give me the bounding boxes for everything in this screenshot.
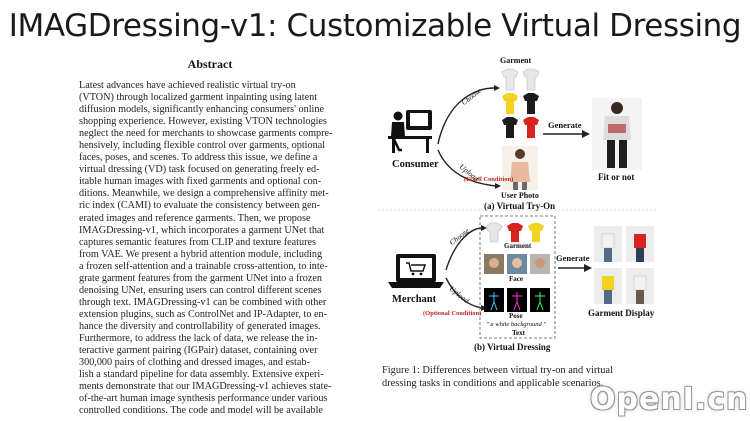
garment-label-bottom: Garment — [504, 242, 532, 250]
text-label: Text — [512, 329, 525, 337]
abstract-line: itable human images with fixed garments … — [79, 176, 322, 188]
pose-thumbnails — [484, 288, 550, 312]
abstract-line: lish a standard pipeline for data assemb… — [79, 369, 324, 381]
choose-arrow-top — [437, 87, 495, 145]
abstract-line: controlled conditions. The code and mode… — [79, 405, 323, 417]
optional-condition-label: (Optional Condition) — [423, 310, 482, 317]
abstract-heading: Abstract — [187, 57, 233, 71]
subcaption-virtual-dressing: (b) Virtual Dressing — [474, 342, 551, 352]
abstract-line: faces, poses, and scenes. To address thi… — [79, 152, 318, 164]
caption-line: Figure 1: Differences between virtual tr… — [382, 365, 613, 376]
upload-arrow-bottom — [445, 277, 483, 309]
figure-caption: Figure 1: Differences between virtual tr… — [382, 364, 662, 390]
abstract-line: shopping experience. However, existing V… — [79, 116, 327, 128]
upload-arrow-top — [437, 149, 497, 187]
consumer-icon — [388, 110, 432, 153]
abstract-line: grate garment features from the garment … — [79, 272, 322, 284]
merchant-laptop-icon — [388, 254, 444, 288]
fit-or-not-label: Fit or not — [598, 172, 635, 182]
subcaption-virtual-try-on: (a) Virtual Try-On — [484, 201, 556, 211]
face-thumbnails — [484, 254, 550, 274]
face-label: Face — [509, 275, 523, 283]
result-images-bottom — [594, 226, 654, 304]
merchant-label: Merchant — [392, 294, 437, 305]
abstract-body: Latest advances have achieved realistic … — [79, 80, 347, 417]
abstract-line: of-the-art human image synthesis perform… — [79, 393, 328, 405]
abstract-line: ments demonstrate that our IMAGDressing-… — [79, 381, 332, 393]
abstract-line: hance the diversity and controllability … — [79, 320, 321, 332]
abstract-line: 300,000 pairs of clothing and dressed im… — [79, 357, 310, 369]
slide-title: IMAGDressing-v1: Customizable Virtual Dr… — [8, 8, 742, 44]
pose-label: Pose — [509, 312, 523, 320]
caption-line: dressing tasks in conditions and applica… — [382, 378, 604, 389]
abstract-line: diffusion models, significantly enhancin… — [79, 104, 324, 116]
figure-diagram — [378, 68, 658, 339]
garment-thumbnails-top — [501, 68, 540, 138]
user-photo — [502, 146, 538, 190]
abstract-line: a frozen self-attention and a trainable … — [79, 260, 328, 272]
result-image-top — [592, 98, 642, 170]
abstract-line: denoising UNet, ensuring users can contr… — [79, 284, 322, 296]
garment-display-label: Garment Display — [588, 308, 655, 318]
abstract-line: Latest advances have achieved realistic … — [79, 80, 296, 91]
choose-arrow-bottom — [445, 227, 483, 271]
generate-label-top: Generate — [548, 120, 582, 130]
watermark: OpenI.cn — [590, 382, 749, 417]
user-photo-label: User Photo — [501, 191, 539, 200]
fixed-condition-label: (Fixed Condition) — [464, 176, 514, 183]
abstract-line: (VTON) through localized garment inpaint… — [79, 92, 318, 104]
text-prompt: " a white background " — [486, 321, 547, 328]
garment-thumbnails-bottom — [485, 222, 544, 243]
abstract-line: through text. IMAGDressing-v1 can be com… — [79, 296, 327, 308]
abstract-line: captures semantic features from CLIP and… — [79, 236, 316, 248]
garment-label-top: Garment — [500, 56, 532, 65]
abstract-line: erated images and reference garments. Th… — [79, 212, 311, 224]
figure-1: Garment Choose Upload Consumer (Fixed Co… — [378, 56, 658, 358]
condition-box — [479, 215, 556, 339]
abstract-line: neglect the need for merchants to showca… — [79, 128, 333, 140]
abstract-line: virtual dressing (VD) task focused on ge… — [79, 164, 320, 176]
abstract-line: ditions. Meanwhile, we design a comprehe… — [79, 188, 329, 200]
abstract-line: ric index (CAMI) to evaluate the consist… — [79, 200, 321, 212]
consumer-label: Consumer — [392, 159, 439, 170]
abstract-line: from VAE. We present a hybrid attention … — [79, 248, 323, 260]
abstract-line: extension plugins, such as ControlNet an… — [79, 308, 328, 320]
abstract-line: Furthermore, to address the lack of data… — [79, 332, 318, 344]
abstract-line: teractive garment pairing (IGPair) datas… — [79, 345, 318, 357]
abstract-line: hensively, including flexible control ov… — [79, 140, 326, 152]
generate-label-bottom: Generate — [556, 253, 590, 263]
abstract-line: IMAGDressing-v1, which incorporates a ga… — [79, 224, 325, 236]
